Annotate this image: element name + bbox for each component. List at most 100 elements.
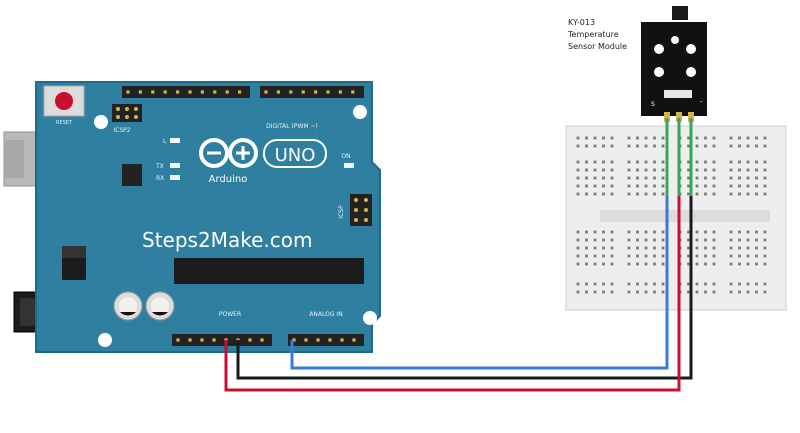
- breadboard-hole: [746, 192, 750, 196]
- breadboard-hole: [704, 238, 707, 242]
- header-pin: [200, 90, 204, 94]
- breadboard-hole: [738, 184, 741, 188]
- breadboard-hole: [712, 160, 716, 164]
- board-pcb: [35, 81, 381, 353]
- capacitors: [113, 291, 175, 321]
- breadboard-hole: [636, 144, 639, 148]
- breadboard-hole: [576, 230, 580, 234]
- ky013-sensor-module: S -: [641, 6, 707, 122]
- breadboard-hole: [610, 246, 614, 250]
- breadboard-hole: [636, 192, 639, 196]
- breadboard-hole: [755, 254, 758, 258]
- breadboard-hole: [661, 282, 665, 286]
- breadboard-hole: [763, 246, 767, 250]
- breadboard-hole: [738, 160, 741, 164]
- breadboard-hole: [653, 184, 656, 188]
- breadboard-hole: [644, 192, 648, 196]
- breadboard-hole: [763, 184, 767, 188]
- analog-label: ANALOG IN: [309, 311, 342, 318]
- breadboard-hole: [644, 144, 648, 148]
- breadboard-hole: [627, 290, 631, 294]
- breadboard-hole: [687, 246, 690, 250]
- breadboard-hole: [593, 238, 597, 242]
- breadboard-hole: [602, 282, 605, 286]
- mount-hole: [353, 105, 367, 119]
- header-pin: [264, 90, 268, 94]
- icsp2-label: ICSP2: [113, 127, 130, 134]
- breadboard-hole: [755, 144, 758, 148]
- breadboard-hole: [602, 192, 605, 196]
- breadboard-hole: [763, 230, 767, 234]
- breadboard-hole: [746, 230, 750, 234]
- logo-model: UNO: [275, 145, 316, 166]
- breadboard-hole: [636, 290, 639, 294]
- arduino-logo: UNO Arduino: [199, 138, 327, 185]
- breadboard-hole: [729, 282, 733, 286]
- breadboard-hole: [661, 144, 665, 148]
- breadboard-hole: [610, 290, 614, 294]
- breadboard-hole: [610, 176, 614, 180]
- breadboard-hole: [687, 254, 690, 258]
- breadboard-hole: [610, 230, 614, 234]
- breadboard-hole: [704, 144, 707, 148]
- breadboard-hole: [695, 192, 699, 196]
- breadboard-hole: [763, 238, 767, 242]
- breadboard-hole: [755, 136, 758, 140]
- breadboard-hole: [627, 238, 631, 242]
- breadboard-hole: [738, 246, 741, 250]
- breadboard-hole: [687, 136, 690, 140]
- breadboard-hole: [729, 160, 733, 164]
- breadboard-hole: [602, 168, 605, 172]
- breadboard-hole: [644, 160, 648, 164]
- breadboard-hole: [593, 282, 597, 286]
- breadboard-hole: [755, 282, 758, 286]
- breadboard-hole: [712, 262, 716, 266]
- breadboard-hole: [610, 144, 614, 148]
- icsp-header: ICSP: [338, 194, 372, 226]
- breadboard-hole: [653, 144, 656, 148]
- breadboard-hole: [627, 192, 631, 196]
- breadboard-hole: [746, 246, 750, 250]
- header-pin: [351, 90, 355, 94]
- breadboard-hole: [746, 262, 750, 266]
- header-pin: [289, 90, 293, 94]
- breadboard-hole: [602, 246, 605, 250]
- breadboard-hole: [712, 184, 716, 188]
- breadboard-hole: [644, 168, 648, 172]
- breadboard-hole: [661, 246, 665, 250]
- breadboard-hole: [704, 254, 707, 258]
- header-pin: [304, 338, 308, 342]
- breadboard-hole: [687, 262, 690, 266]
- breadboard-hole: [746, 290, 750, 294]
- breadboard: [565, 125, 787, 311]
- header-pin: [212, 338, 216, 342]
- breadboard-hole: [593, 144, 597, 148]
- header-pin: [225, 90, 229, 94]
- breadboard-hole: [738, 254, 741, 258]
- led-rx-label: RX: [156, 175, 164, 182]
- breadboard-hole: [576, 144, 580, 148]
- breadboard-hole: [593, 262, 597, 266]
- breadboard-hole: [746, 176, 750, 180]
- breadboard-hole: [755, 160, 758, 164]
- breadboard-hole: [576, 254, 580, 258]
- breadboard-hole: [593, 192, 597, 196]
- breadboard-hole: [653, 136, 656, 140]
- breadboard-hole: [653, 254, 656, 258]
- breadboard-hole: [763, 144, 767, 148]
- breadboard-hole: [687, 176, 690, 180]
- breadboard-hole: [644, 238, 648, 242]
- breadboard-hole: [653, 238, 656, 242]
- header-pin: [301, 90, 305, 94]
- breadboard-hole: [636, 230, 639, 234]
- header-pin: [238, 90, 242, 94]
- breadboard-hole: [610, 184, 614, 188]
- breadboard-hole: [746, 254, 750, 258]
- breadboard-hole: [593, 230, 597, 234]
- power-header: [172, 334, 272, 346]
- breadboard-hole: [602, 160, 605, 164]
- header-pin: [200, 338, 204, 342]
- breadboard-hole: [627, 254, 631, 258]
- breadboard-hole: [627, 282, 631, 286]
